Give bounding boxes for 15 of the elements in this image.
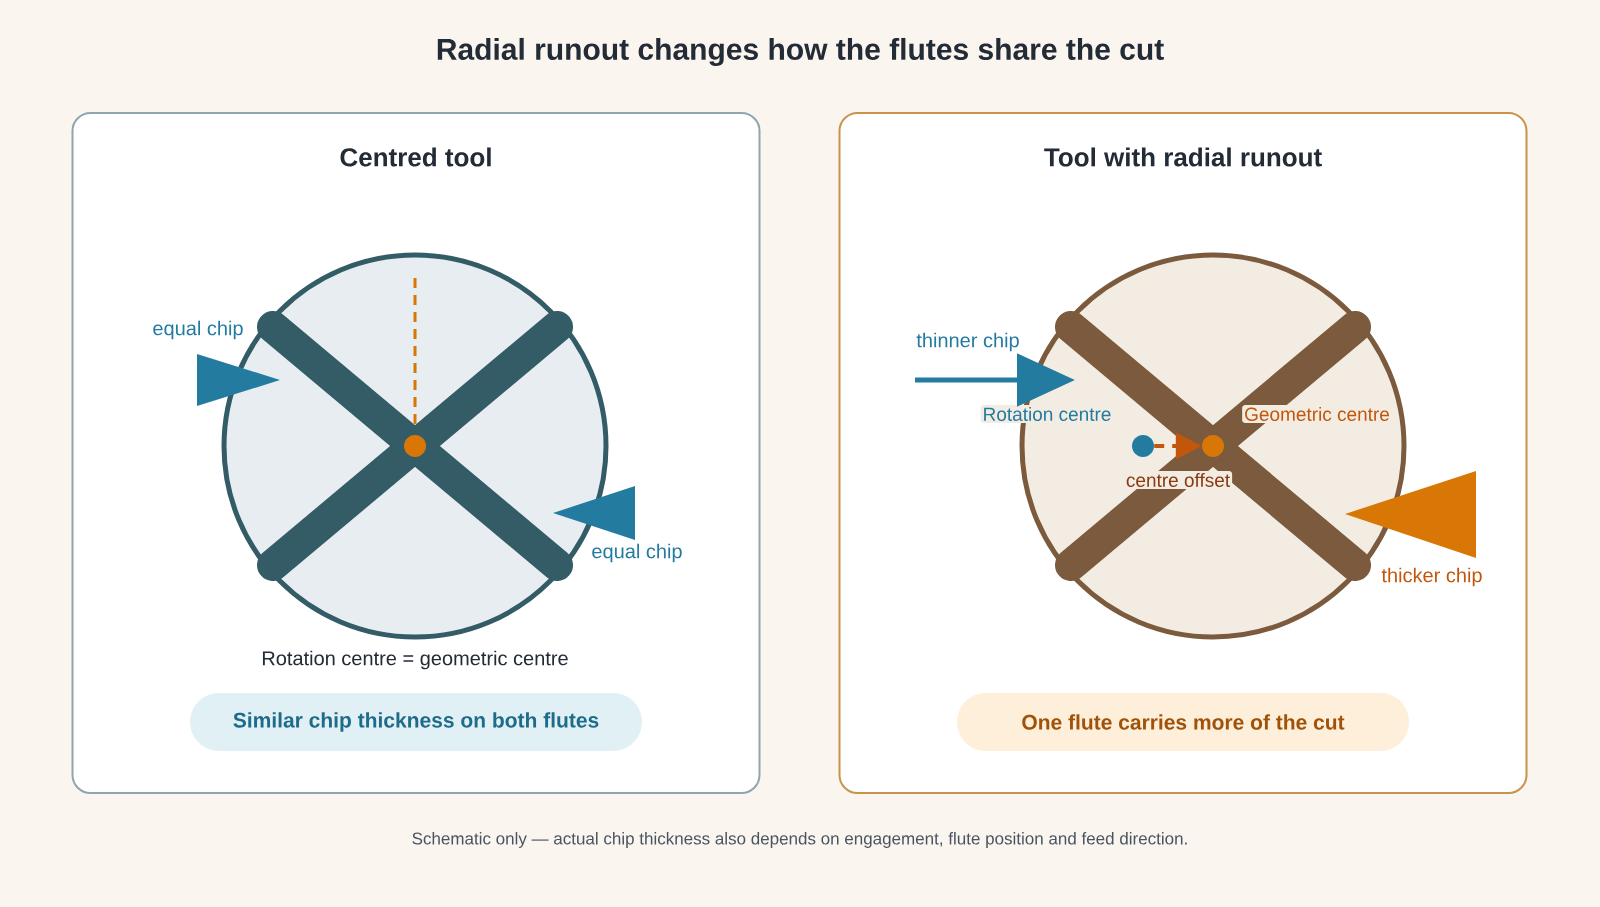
summary-badge: One flute carries more of the cut (957, 693, 1409, 751)
chip-label: equal chip (592, 543, 682, 563)
chip-label: thicker chip (1381, 567, 1482, 587)
summary-badge: Similar chip thickness on both flutes (190, 693, 642, 751)
title: Radial runout changes how the flutes share the cut (437, 37, 1164, 67)
chip-label: thinner chip (916, 332, 1019, 352)
dot-label: Rotation centre (980, 405, 1114, 423)
chip-label: Rotation centre = geometric centre (262, 650, 568, 670)
centre-dot (1202, 435, 1224, 457)
dot-label: Geometric centre (1242, 405, 1392, 423)
caption: Schematic only — actual chip thickness also depends on engagement, flute position and feed direction. (412, 832, 1187, 848)
centre-dot (1132, 435, 1154, 457)
centre-dot (404, 435, 426, 457)
chip-label: equal chip (153, 320, 243, 340)
edge-label: centre offset (1123, 471, 1233, 489)
